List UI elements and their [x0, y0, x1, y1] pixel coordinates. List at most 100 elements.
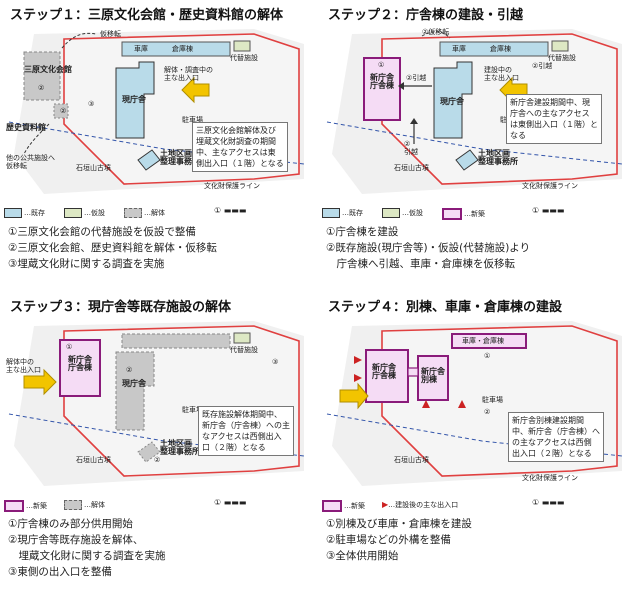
- entrance-label: 建設中の 主な出入口: [484, 66, 519, 82]
- step3-item: 埋蔵文化財に関する調査を実施: [8, 550, 166, 562]
- new-hall-label: 新庁舎 庁舎棟: [370, 73, 394, 90]
- relocation-label: 仮移転: [100, 30, 121, 38]
- step1-list: ①三原文化会館の代替施設を仮設で整備 ②三原文化会館、歴史資料館を解体・仮移転 …: [8, 224, 217, 272]
- land-office-label: 土地区画 整理事務所: [160, 439, 200, 456]
- marker-2: ②: [484, 408, 491, 416]
- legend-new: …新築: [26, 502, 47, 510]
- step4-item: ①別棟及び車庫・倉庫棟を建設: [326, 518, 472, 530]
- cultural-line-label: 文化財保護ライン: [522, 474, 578, 482]
- step3-title: ステップ３：現庁舎等既存施設の解体: [7, 296, 235, 315]
- ishigakiyama-label: 石垣山古墳: [394, 164, 429, 172]
- legend-existing-swatch: [4, 208, 22, 218]
- step4-title: ステップ４：別棟、車庫・倉庫棟の建設: [325, 296, 566, 315]
- garage-warehouse-label: 車庫・倉庫棟: [462, 337, 504, 345]
- entrance-label: 解体中の 主な出入口: [6, 358, 41, 374]
- move-right-label: ②引越: [532, 62, 553, 70]
- temp-building-label: 代替施設: [548, 54, 576, 62]
- step2-item: ②既存施設(現庁舎等)・仮設(代替施設)より: [326, 242, 531, 254]
- cultural-line-label: 文化財保護ライン: [204, 182, 260, 190]
- history-museum-label: 歴史資料館: [6, 123, 46, 132]
- cultural-line-label: 文化財保護ライン: [522, 182, 578, 190]
- legend-new-swatch: [4, 500, 24, 512]
- step4-note: 新庁舎別棟建設期間 中、新庁舎（庁舎棟）へ の主なアクセスは西側 出入口（２階）…: [508, 412, 604, 462]
- warehouse-label: 倉庫棟: [490, 45, 511, 53]
- legend-demolish: …解体: [84, 501, 105, 509]
- step1-item: ②三原文化会館、歴史資料館を解体・仮移転: [8, 242, 217, 254]
- marker-3: ③: [272, 358, 279, 366]
- new-hall-label: 新庁舎 庁舎棟: [68, 355, 92, 372]
- north-arrow-icon: ① ▬▬▬: [532, 498, 565, 507]
- step2-legend: …既存 …仮設 …新築 ① ▬▬▬: [322, 206, 624, 220]
- move-bottom-label: ② 引越: [404, 140, 418, 156]
- current-hall-label: 現庁舎: [440, 97, 464, 106]
- land-office-label: 土地区画 整理事務所: [478, 149, 518, 166]
- annex-label: 新庁舎 別棟: [421, 367, 445, 384]
- step1-item: ③埋蔵文化財に関する調査を実施: [8, 258, 165, 270]
- marker-1: ①: [66, 343, 73, 351]
- marker-1: ①: [484, 352, 491, 360]
- bunka-kaikan-label: 三原文化会館: [24, 65, 72, 74]
- marker-2: ②: [126, 366, 133, 374]
- step3-note: 既存施設解体期間中、 新庁舎（庁舎棟）への主 なアクセスは西側出入 口（２階）と…: [198, 406, 294, 456]
- step3-legend: …新築 …解体 ① ▬▬▬: [4, 498, 306, 512]
- step2-item: 庁舎棟へ引越、車庫・倉庫棟を仮移転: [326, 258, 515, 270]
- current-hall-label: 現庁舎: [122, 95, 146, 104]
- legend-new: …新築: [344, 502, 365, 510]
- step3-site-map: [8, 321, 305, 486]
- move-label: ②引越: [406, 74, 427, 82]
- step3-item: ③東側の出入口を整備: [8, 566, 112, 578]
- legend-temporary-swatch: [382, 208, 400, 218]
- step4-item: ③全体供用開始: [326, 550, 399, 562]
- marker-2b: ②: [60, 107, 67, 115]
- step4-item: ②駐車場などの外構を整備: [326, 534, 451, 546]
- ishigakiyama-label: 石垣山古墳: [394, 456, 429, 464]
- warehouse-label: 倉庫棟: [172, 45, 193, 53]
- step2-title: ステップ２：庁舎棟の建設・引越: [325, 4, 527, 23]
- legend-demolish-swatch: [124, 208, 142, 218]
- legend-demolish: …解体: [144, 209, 165, 217]
- temp-building-label: 代替施設: [230, 346, 258, 354]
- garage-label: 車庫: [134, 45, 148, 53]
- north-arrow-icon: ① ▬▬▬: [214, 498, 247, 507]
- parking-label: 駐車場: [182, 116, 203, 124]
- step1-item: ①三原文化会館の代替施設を仮設で整備: [8, 226, 196, 238]
- relocation-label: ②仮移転: [422, 28, 450, 36]
- legend-new-swatch: [322, 500, 342, 512]
- legend-temporary: …仮設: [402, 209, 423, 217]
- step2-site-map: [326, 29, 623, 194]
- temp-building-label: 代替施設: [230, 54, 258, 62]
- step1-note: 三原文化会館解体及び 埋蔵文化財調査の期間 中、主なアクセスは東 側出入口（１階…: [192, 122, 288, 172]
- step3-item: ①庁舎棟のみ部分供用開始: [8, 518, 133, 530]
- legend-temporary: …仮設: [84, 209, 105, 217]
- marker-2: ②: [38, 84, 45, 92]
- parking-label: 駐車場: [482, 396, 503, 404]
- ishigakiyama-label: 石垣山古墳: [76, 164, 111, 172]
- legend-entry: …建設後の主な出入口: [388, 501, 459, 509]
- ishigakiyama-label: 石垣山古墳: [76, 456, 111, 464]
- new-hall-label: 新庁舎 庁舎棟: [372, 363, 396, 380]
- step4-site-map: [326, 321, 623, 486]
- marker-2b: ②: [154, 456, 161, 464]
- step2-note: 新庁舎建設期間中、現 庁舎への主なアクセス は東側出入口（１階）と なる: [506, 94, 602, 144]
- other-public-label: 他の公共施設へ 仮移転: [6, 154, 55, 170]
- step2-item: ①庁舎棟を建設: [326, 226, 399, 238]
- legend-temporary-swatch: [64, 208, 82, 218]
- entry-arrow-icon: ▶: [382, 500, 389, 509]
- legend-existing: …既存: [342, 209, 363, 217]
- marker-1: ①: [378, 61, 385, 69]
- step3-list: ①庁舎棟のみ部分供用開始 ②現庁舎等既存施設を解体、 埋蔵文化財に関する調査を実…: [8, 516, 166, 580]
- step4-list: ①別棟及び車庫・倉庫棟を建設 ②駐車場などの外構を整備 ③全体供用開始: [326, 516, 472, 564]
- step1-title: ステップ１：三原文化会館・歴史資料館の解体: [7, 4, 287, 23]
- step3-item: ②現庁舎等既存施設を解体、: [8, 534, 144, 546]
- legend-new-swatch: [442, 208, 462, 220]
- land-office-label: 土地区画 整理事務所: [160, 149, 200, 166]
- north-arrow-icon: ① ▬▬▬: [532, 206, 565, 215]
- current-hall-label: 現庁舎: [122, 379, 146, 388]
- legend-existing: …既存: [24, 209, 45, 217]
- entrance-label: 解体・調査中の 主な出入口: [164, 66, 213, 82]
- legend-demolish-swatch: [64, 500, 82, 510]
- step1-legend: …既存 …仮設 …解体 ① ▬▬▬: [4, 206, 306, 220]
- step4-legend: …新築 ▶…建設後の主な出入口 ① ▬▬▬: [322, 498, 624, 512]
- legend-new: …新築: [464, 210, 485, 218]
- north-arrow-icon: ① ▬▬▬: [214, 206, 247, 215]
